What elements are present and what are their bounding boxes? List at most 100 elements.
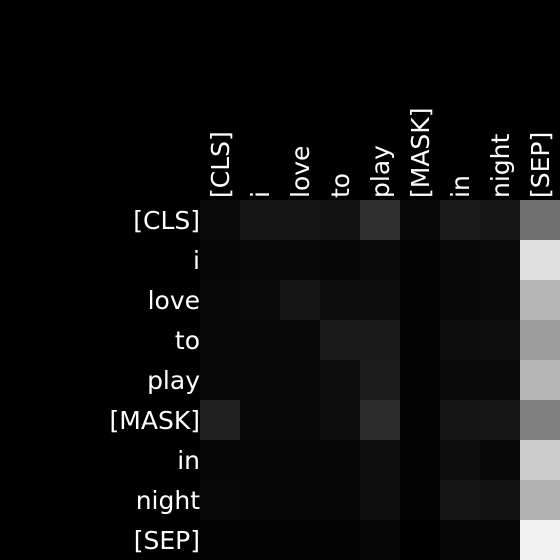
heatmap-cell-2-6: [440, 280, 480, 320]
heatmap-cell-0-0: [200, 200, 240, 240]
y-tick-label: i: [193, 246, 200, 275]
heatmap-cell-5-8: [520, 400, 560, 440]
heatmap-cell-4-8: [520, 360, 560, 400]
heatmap-cell-6-3: [320, 440, 360, 480]
heatmap-cell-8-0: [200, 520, 240, 560]
y-tick-label: [MASK]: [110, 406, 200, 435]
heatmap-cell-7-2: [280, 480, 320, 520]
heatmap-cell-6-6: [440, 440, 480, 480]
heatmap-cell-8-3: [320, 520, 360, 560]
heatmap-cell-1-8: [520, 240, 560, 280]
heatmap-cell-7-6: [440, 480, 480, 520]
heatmap-cell-4-0: [200, 360, 240, 400]
heatmap-cell-3-5: [400, 320, 440, 360]
heatmap-cell-4-5: [400, 360, 440, 400]
heatmap-cell-3-0: [200, 320, 240, 360]
heatmap-cell-6-1: [240, 440, 280, 480]
heatmap-cell-1-4: [360, 240, 400, 280]
y-tick-label: love: [148, 286, 200, 315]
heatmap-cell-3-6: [440, 320, 480, 360]
y-tick-label: to: [175, 326, 200, 355]
heatmap-cell-0-4: [360, 200, 400, 240]
heatmap-cell-8-7: [480, 520, 520, 560]
heatmap-cell-4-2: [280, 360, 320, 400]
heatmap-cell-0-5: [400, 200, 440, 240]
heatmap-cell-2-0: [200, 280, 240, 320]
heatmap-cell-1-1: [240, 240, 280, 280]
heatmap-cell-8-5: [400, 520, 440, 560]
heatmap-cell-0-7: [480, 200, 520, 240]
heatmap-cell-0-6: [440, 200, 480, 240]
heatmap-cell-6-8: [520, 440, 560, 480]
x-tick-label: play: [366, 145, 395, 198]
heatmap-cell-0-3: [320, 200, 360, 240]
heatmap-cell-5-2: [280, 400, 320, 440]
heatmap-cell-5-7: [480, 400, 520, 440]
heatmap-cell-6-7: [480, 440, 520, 480]
heatmap-cell-7-1: [240, 480, 280, 520]
x-tick-label: [MASK]: [406, 108, 435, 198]
heatmap-cell-6-5: [400, 440, 440, 480]
heatmap-cell-3-3: [320, 320, 360, 360]
heatmap-cell-8-2: [280, 520, 320, 560]
heatmap-cell-3-4: [360, 320, 400, 360]
heatmap-cell-4-4: [360, 360, 400, 400]
heatmap-cell-4-3: [320, 360, 360, 400]
heatmap-cell-2-2: [280, 280, 320, 320]
heatmap-cell-4-6: [440, 360, 480, 400]
heatmap-cell-0-2: [280, 200, 320, 240]
heatmap-cell-7-3: [320, 480, 360, 520]
heatmap-cell-8-8: [520, 520, 560, 560]
heatmap-cell-1-7: [480, 240, 520, 280]
heatmap-cell-2-5: [400, 280, 440, 320]
heatmap-cell-3-8: [520, 320, 560, 360]
heatmap-cell-1-2: [280, 240, 320, 280]
heatmap-cell-1-0: [200, 240, 240, 280]
heatmap-cell-4-7: [480, 360, 520, 400]
x-tick-label: night: [486, 133, 515, 198]
x-tick-label: love: [286, 146, 315, 198]
heatmap-cell-3-1: [240, 320, 280, 360]
heatmap-cell-7-8: [520, 480, 560, 520]
x-tick-label: [SEP]: [526, 132, 555, 198]
heatmap-cell-2-3: [320, 280, 360, 320]
heatmap-cell-5-6: [440, 400, 480, 440]
heatmap-cell-5-4: [360, 400, 400, 440]
heatmap-cell-1-3: [320, 240, 360, 280]
x-tick-label: in: [446, 175, 475, 198]
heatmap-cell-7-5: [400, 480, 440, 520]
heatmap-cell-0-8: [520, 200, 560, 240]
y-tick-label: night: [136, 486, 201, 515]
y-tick-label: play: [147, 366, 200, 395]
heatmap-cell-1-5: [400, 240, 440, 280]
heatmap-cell-8-6: [440, 520, 480, 560]
heatmap-cell-2-1: [240, 280, 280, 320]
heatmap-cell-3-2: [280, 320, 320, 360]
x-tick-label: to: [326, 173, 355, 198]
heatmap-cell-2-8: [520, 280, 560, 320]
heatmap-cell-7-7: [480, 480, 520, 520]
heatmap-cell-4-1: [240, 360, 280, 400]
heatmap-cell-5-1: [240, 400, 280, 440]
heatmap-cell-6-4: [360, 440, 400, 480]
heatmap-cells: [200, 200, 560, 560]
heatmap-cell-2-7: [480, 280, 520, 320]
heatmap-cell-7-4: [360, 480, 400, 520]
y-tick-label: in: [177, 446, 200, 475]
heatmap-cell-6-2: [280, 440, 320, 480]
heatmap-cell-5-3: [320, 400, 360, 440]
x-tick-label: [CLS]: [206, 131, 235, 198]
y-tick-label: [CLS]: [133, 206, 200, 235]
heatmap-cell-7-0: [200, 480, 240, 520]
heatmap-cell-5-5: [400, 400, 440, 440]
heatmap-cell-8-1: [240, 520, 280, 560]
heatmap-cell-0-1: [240, 200, 280, 240]
heatmap-cell-5-0: [200, 400, 240, 440]
heatmap-cell-2-4: [360, 280, 400, 320]
heatmap-cell-8-4: [360, 520, 400, 560]
heatmap-cell-6-0: [200, 440, 240, 480]
heatmap-cell-1-6: [440, 240, 480, 280]
